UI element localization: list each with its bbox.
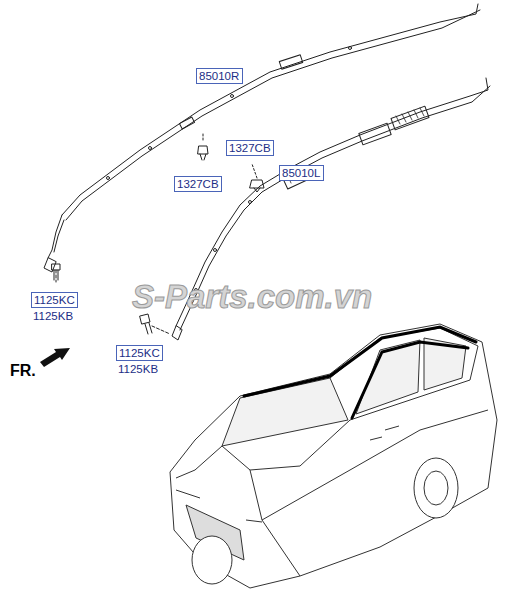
- airbag-highlight: [244, 327, 476, 418]
- part-number: 1125KB: [118, 363, 158, 375]
- callout-box: 85010R: [196, 68, 243, 84]
- airbag-r-clip: [179, 117, 194, 129]
- part-number: 1327CB: [177, 177, 219, 191]
- vehicle: [170, 324, 497, 588]
- front-arrow: [40, 348, 70, 367]
- part-number: 1125KB: [33, 310, 73, 322]
- part-number: 1125KC: [34, 293, 75, 307]
- airbag-r-clip: [279, 55, 302, 69]
- callout-box: 1125KC: [116, 345, 163, 361]
- callout-box: 1327CB: [226, 140, 274, 156]
- airbag-r-edge: [66, 10, 480, 220]
- callout-box: 1327CB: [174, 176, 222, 192]
- callout-box: 1125KC: [31, 292, 78, 308]
- inflator: [391, 106, 429, 130]
- clip: [198, 146, 208, 160]
- part-number: 1125KC: [119, 346, 160, 360]
- part-number: 1327CB: [229, 141, 271, 155]
- front-label: FR.: [10, 362, 36, 380]
- watermark: S-Parts.com.vn: [132, 278, 372, 316]
- airbag-r-tether: [48, 215, 62, 258]
- clip: [250, 180, 264, 192]
- part-number: 85010L: [282, 166, 321, 180]
- callout-box: 85010L: [279, 165, 324, 181]
- bolt: [140, 314, 152, 334]
- part-number: 85010R: [199, 69, 240, 83]
